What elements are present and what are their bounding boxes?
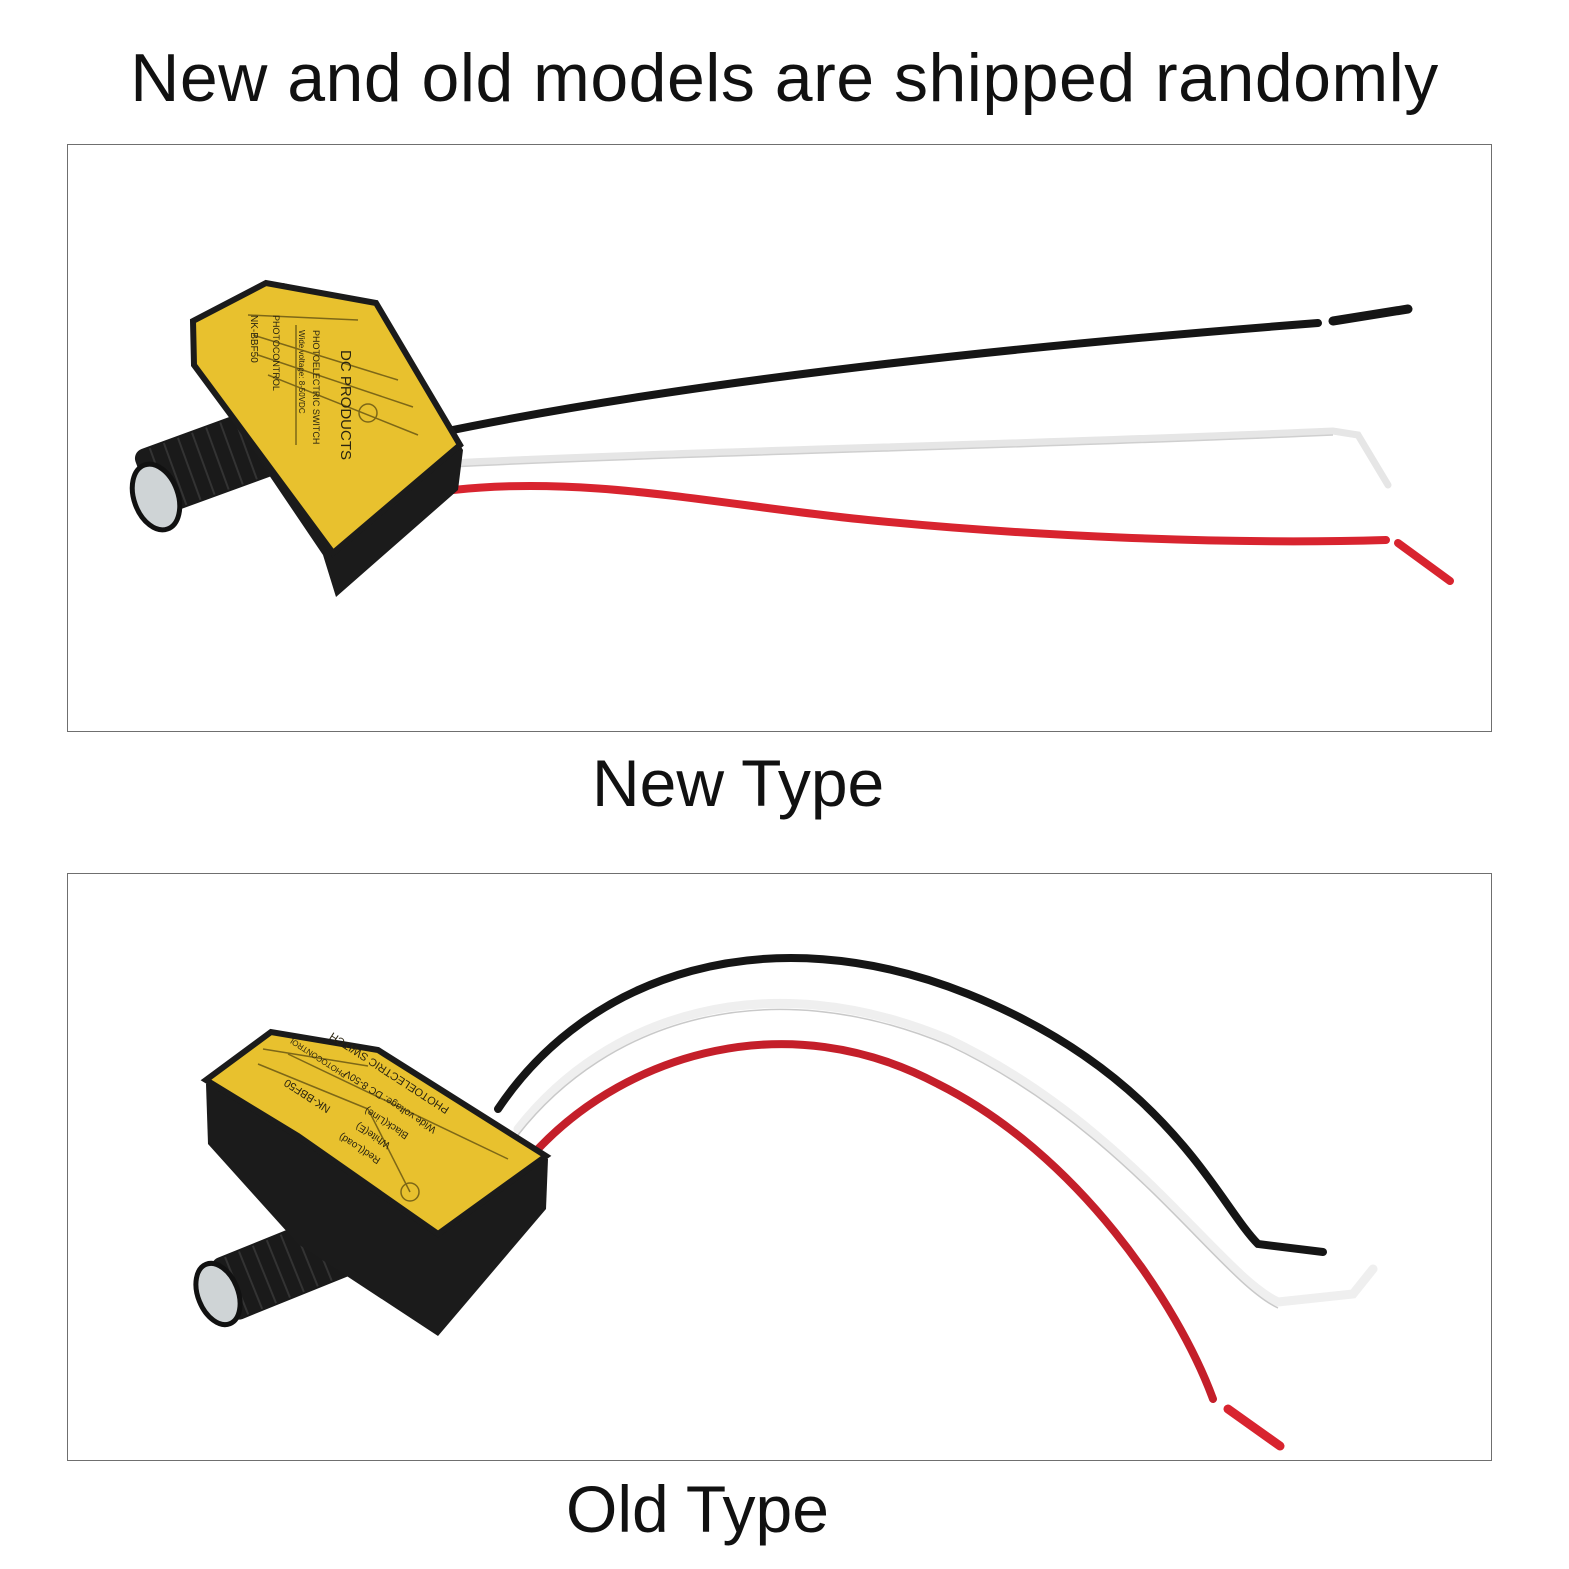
label-line-4: PHOTOCONTROL [271, 315, 281, 391]
wire-black [434, 319, 1322, 437]
wire-red-tip [1394, 539, 1454, 585]
headline: New and old models are shipped randomly [130, 40, 1439, 116]
caption-new-type: New Type [592, 746, 885, 820]
housing-top [200, 1028, 552, 1238]
photocell-old-illustration: PHOTOELECTRIC SWITCH Wide voltage: DC 8-… [193, 954, 1378, 1451]
label-line-3: Wide voltage: 8-50VDC [297, 330, 306, 414]
label-line-1: DC PRODUCTS [337, 350, 354, 460]
label-line-5: NK-BBF50 [248, 315, 259, 363]
wire-black [494, 954, 1327, 1256]
wire-red [534, 1040, 1217, 1403]
housing-top [189, 279, 464, 558]
label-line-2: PHOTOELECTRIC SWITCH [311, 330, 321, 444]
photocell-new-illustration: DC PRODUCTS PHOTOELECTRIC SWITCH Wide vo… [129, 279, 1454, 597]
wire-white [513, 999, 1378, 1307]
product-image-old-type: PHOTOELECTRIC SWITCH Wide voltage: DC 8-… [67, 873, 1492, 1461]
caption-old-type: Old Type [566, 1472, 829, 1546]
wire-white-edge [517, 1008, 1279, 1309]
product-image-new-type: DC PRODUCTS PHOTOELECTRIC SWITCH Wide vo… [67, 144, 1492, 732]
wire-white-shade [447, 434, 1334, 468]
sensor-lens [193, 1260, 243, 1328]
label-text-new: DC PRODUCTS PHOTOELECTRIC SWITCH Wide vo… [248, 315, 354, 460]
wire-white [444, 427, 1392, 489]
sensor-lens [129, 461, 183, 533]
wire-red-tip [1223, 1404, 1285, 1451]
wire-black-tip [1328, 304, 1413, 326]
wire-red [449, 481, 1390, 546]
